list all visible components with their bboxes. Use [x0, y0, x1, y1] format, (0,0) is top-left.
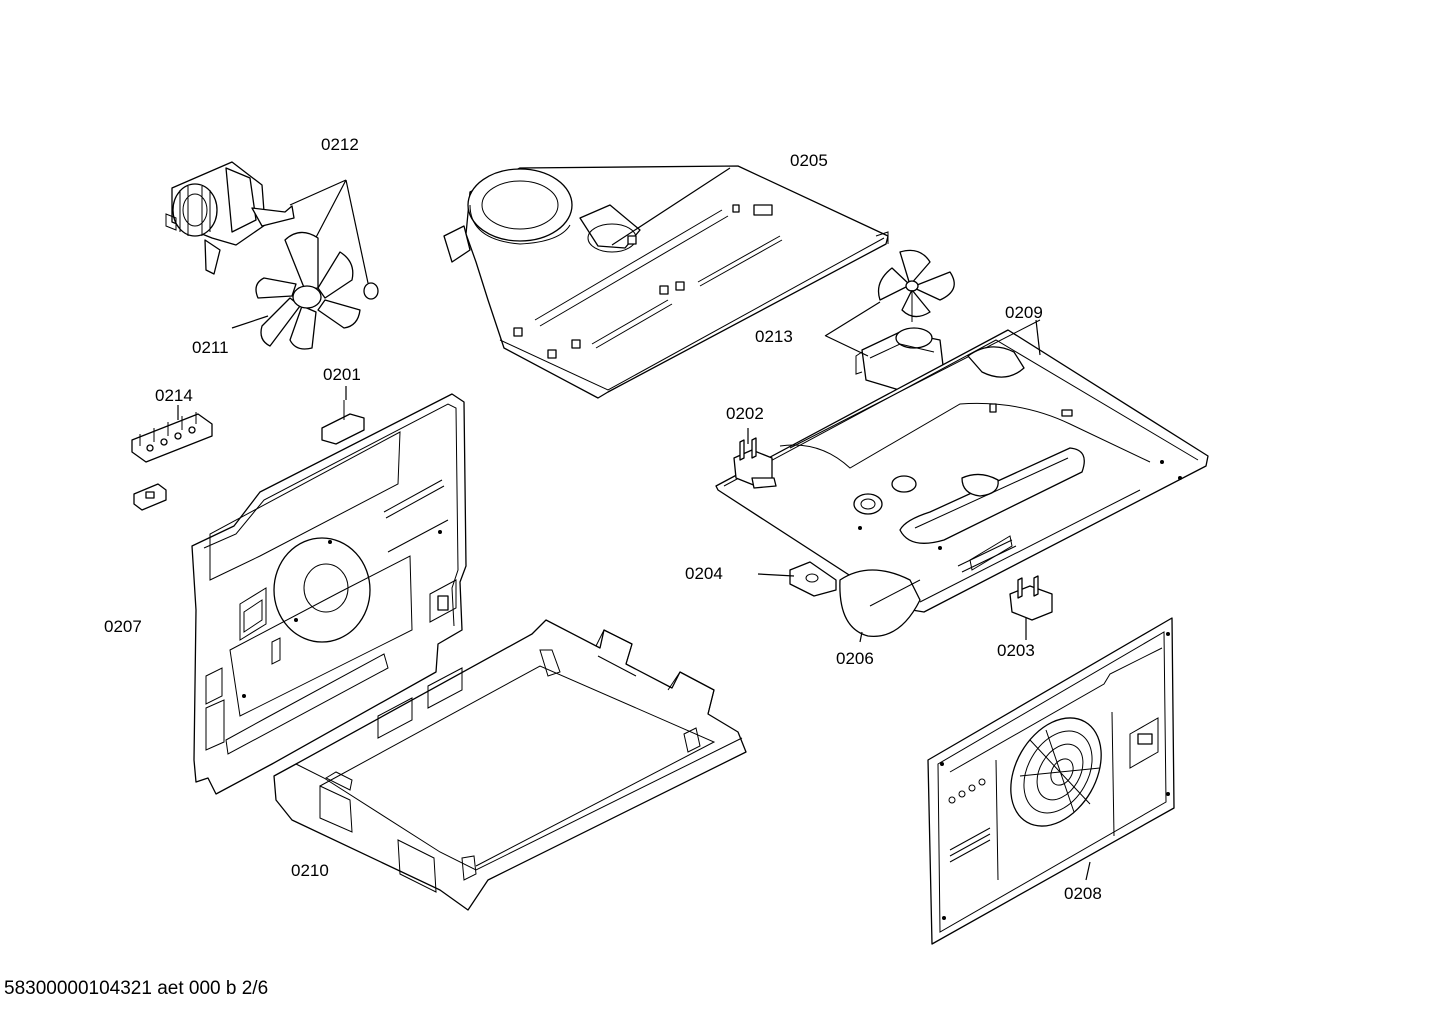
part-0205-air-duct	[443, 165, 889, 399]
label-0202: 0202	[726, 404, 764, 423]
label-0209: 0209	[1005, 303, 1043, 322]
part-0212-fan-motor	[165, 161, 295, 275]
label-0214: 0214	[155, 386, 193, 405]
label-0207: 0207	[104, 617, 142, 636]
label-0205: 0205	[790, 151, 828, 170]
label-0204: 0204	[685, 564, 723, 583]
label-0208: 0208	[1064, 884, 1102, 903]
label-0206: 0206	[836, 649, 874, 668]
part-0201-switch	[321, 400, 365, 445]
label-0211: 0211	[192, 338, 229, 357]
label-0201: 0201	[323, 365, 361, 384]
part-0210-bottom-tray	[273, 619, 747, 911]
part-0214-terminal-clip	[133, 483, 167, 511]
part-0212-nut	[363, 282, 379, 300]
label-0212: 0212	[321, 135, 359, 154]
label-0213: 0213	[755, 327, 793, 346]
drawing-reference-footer: 58300000104321 aet 000 b 2/6	[4, 978, 269, 999]
part-0207-rear-panel	[191, 393, 467, 795]
part-0208-fan-cover-panel	[927, 617, 1175, 945]
part-0209-cavity-top-plate	[715, 319, 1209, 637]
label-0203: 0203	[997, 641, 1035, 660]
label-0210: 0210	[291, 861, 329, 880]
part-0202-thermal-switch	[733, 437, 777, 489]
part-0204-bracket	[789, 561, 837, 597]
part-0214-terminal-block	[131, 412, 213, 463]
part-0203-thermal-switch	[1009, 575, 1053, 621]
part-0211-fan-blade	[255, 231, 361, 350]
